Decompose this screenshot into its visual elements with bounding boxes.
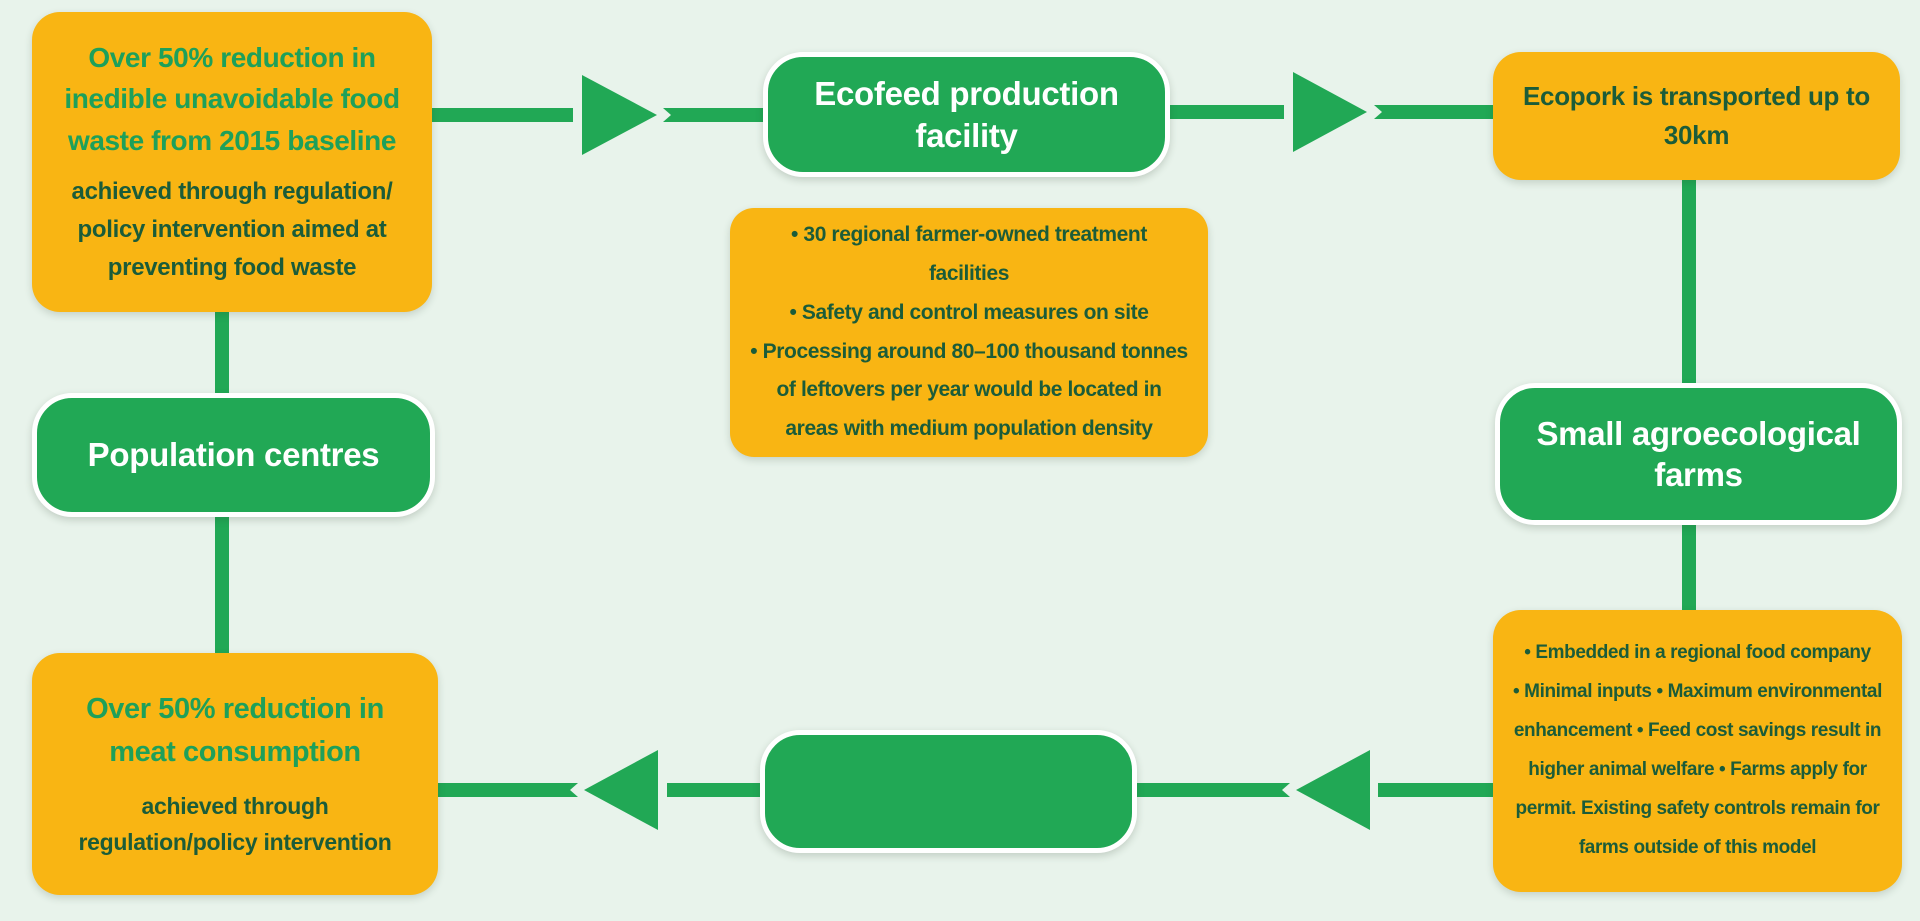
connector-line (667, 783, 770, 797)
connector-farms-to-ecopork (1130, 750, 1500, 830)
farm-bullet-2: • Minimal inputs • Maximum environmental… (1513, 681, 1882, 858)
population-label: Population centres (87, 436, 380, 474)
ecofeed-label: Ecofeed production facility (814, 75, 1119, 154)
arrow-left-icon (584, 750, 658, 830)
meat-heading: Over 50% reduction in meat consumption (86, 692, 384, 768)
farm-bullet-1: • Embedded in a regional food company (1524, 642, 1871, 664)
meat-body: achieved through regulation/policy inter… (78, 792, 392, 855)
connector-foodwaste-to-population (215, 305, 229, 405)
node-food-waste-reduction: Over 50% reduction in inedible unavoidab… (32, 12, 432, 312)
connector-line-notched (663, 108, 780, 122)
connector-transport-to-farms (1682, 175, 1696, 390)
arrow-left-icon (1296, 750, 1370, 830)
facility-bullet-3: • Processing around 80–100 thousand tonn… (750, 339, 1188, 441)
node-ecopork (760, 730, 1137, 853)
food-waste-heading: Over 50% reduction in inedible unavoidab… (64, 41, 400, 156)
node-farm-details: • Embedded in a regional food company • … (1493, 610, 1902, 892)
node-meat-consumption-reduction: Over 50% reduction in meat consumption a… (32, 653, 438, 895)
farms-label: Small agroecological farms (1536, 414, 1861, 493)
connector-line (1160, 105, 1284, 119)
connector-line-notched (1374, 105, 1500, 119)
transport-label: Ecopork is transported up to 30km (1523, 81, 1870, 150)
node-ecofeed-production-facility: Ecofeed production facility (763, 52, 1170, 177)
food-waste-body: achieved through regulation/ policy inte… (71, 178, 393, 282)
node-ecopork-transport: Ecopork is transported up to 30km (1493, 52, 1900, 180)
node-population-centres: Population centres (32, 393, 435, 517)
arrow-right-icon (582, 75, 657, 155)
connector-population-to-meat (215, 512, 229, 660)
facility-bullet-2: • Safety and control measures on site (789, 300, 1149, 324)
connector-farms-to-farmdetails (1682, 520, 1696, 615)
connector-line-notched (1130, 783, 1290, 797)
node-facility-details: • 30 regional farmer-owned treatment fac… (730, 208, 1208, 457)
connector-line (1378, 783, 1500, 797)
connector-ecofeed-to-transport (1160, 72, 1500, 152)
arrow-right-icon (1293, 72, 1367, 152)
connector-ecopork-to-meat (430, 750, 770, 830)
connector-line-notched (430, 783, 578, 797)
facility-bullet-1: • 30 regional farmer-owned treatment fac… (791, 222, 1147, 285)
connector-foodwaste-to-ecofeed (420, 75, 780, 155)
node-small-agroecological-farms: Small agroecological farms (1495, 383, 1902, 525)
connector-line (420, 108, 573, 122)
